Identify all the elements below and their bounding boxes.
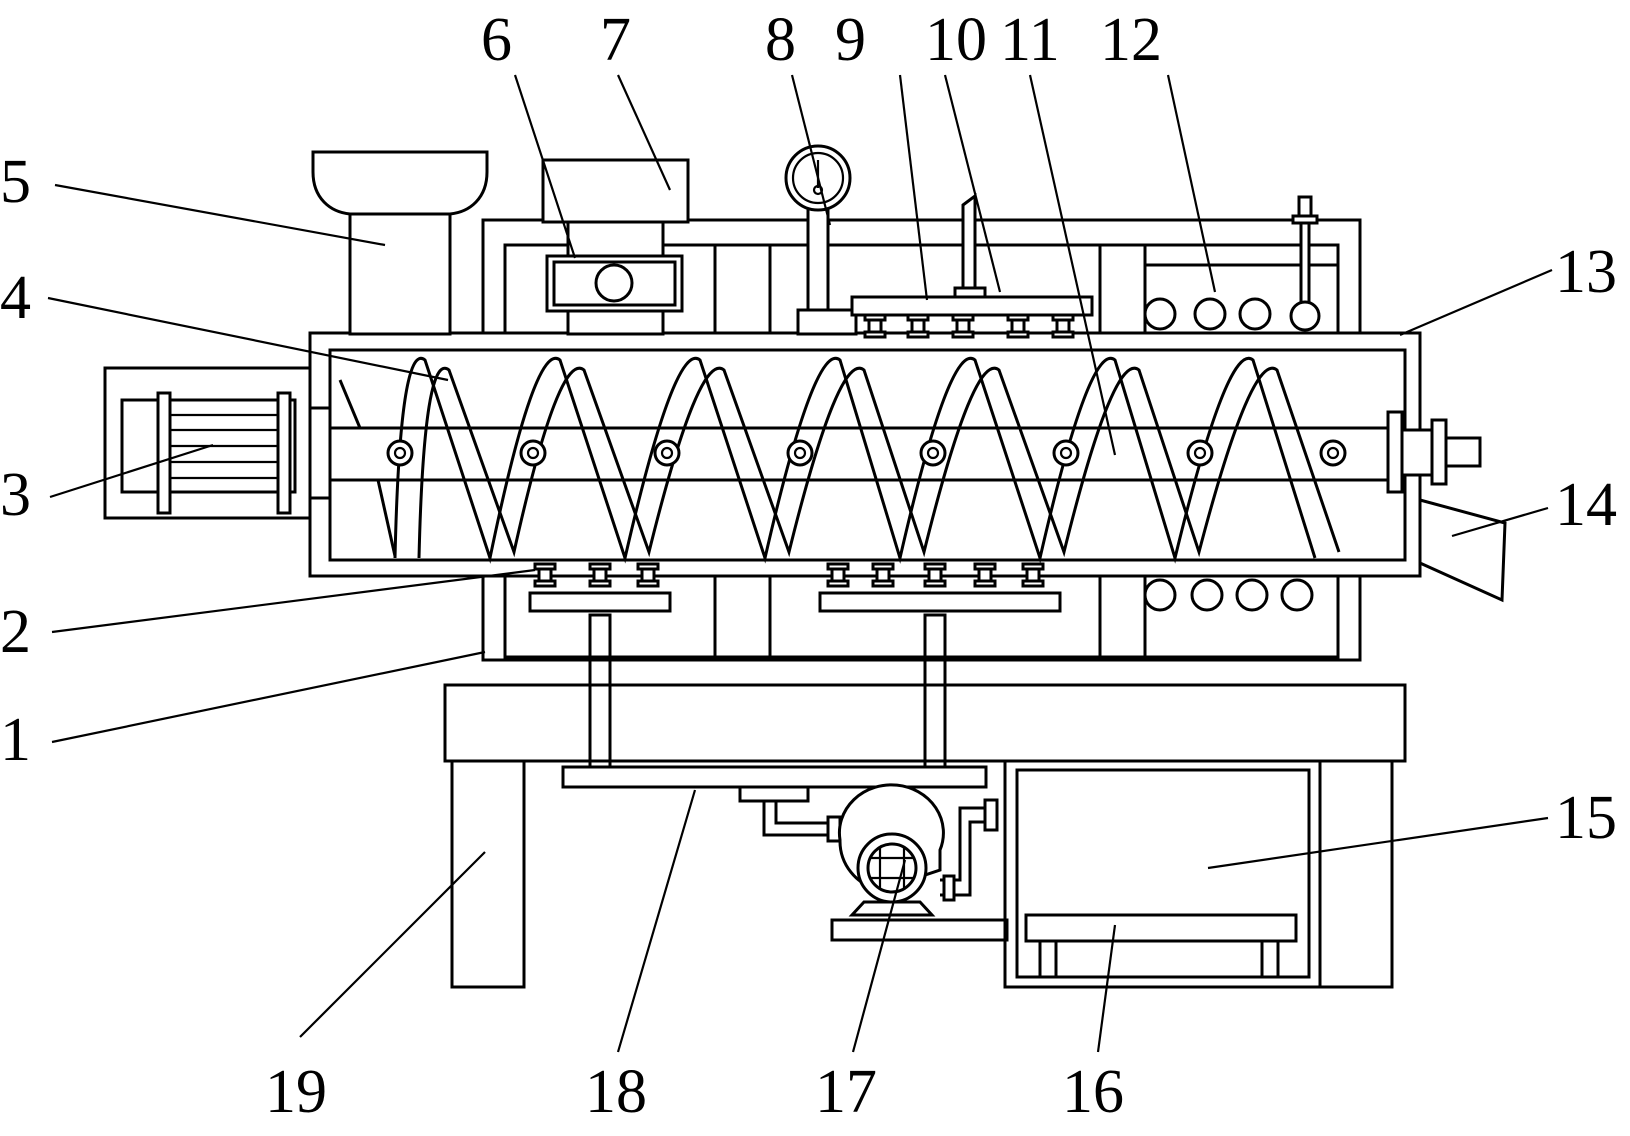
bolt-core [526,446,540,460]
nozzle [867,318,883,334]
pump [762,783,1009,942]
label-3: 3 [0,461,31,529]
label-9: 9 [835,6,866,74]
label-8: 8 [765,6,796,74]
bolt-core [793,446,807,460]
nozzle [537,567,553,583]
bolt [919,439,947,467]
nozzle [910,318,926,334]
label-6: 6 [481,6,512,74]
nozzle [1010,318,1026,334]
nozzle [592,567,608,583]
label-2: 2 [0,598,31,666]
bolt-core [926,446,940,460]
nozzle-base [906,330,930,339]
leader-lines [47,74,1553,1053]
heater [1280,578,1314,612]
top-nozzles [863,313,1075,339]
heater [1190,578,1224,612]
nozzle-cap [636,579,660,588]
bolt-core [1193,446,1207,460]
spray-manifold [561,613,988,803]
thermometer [784,144,858,336]
label-4: 4 [0,264,31,332]
bolt-core [393,446,407,460]
motor [103,366,332,520]
dust-box [541,158,690,336]
nozzle-cap [1021,579,1045,588]
shaft-bolts [386,439,1347,467]
bolt-core [1326,446,1340,460]
label-5: 5 [0,148,31,216]
bottom-spray-bars [528,591,1062,613]
label-16: 16 [1062,1058,1124,1126]
heater [1238,297,1272,331]
label-10: 10 [925,6,987,74]
nozzle-base [863,330,887,339]
nozzle [1025,567,1041,583]
nozzle-cap [923,579,947,588]
label-17: 17 [815,1058,877,1126]
nozzle-cap [533,579,557,588]
label-13: 13 [1555,238,1617,306]
nozzle [955,318,971,334]
nozzle [1055,318,1071,334]
nozzle-cap [826,579,850,588]
heater [1193,297,1227,331]
bolt [1052,439,1080,467]
part-labels: 1 2 3 4 5 6 7 8 9 10 11 12 13 14 15 16 1… [0,6,1617,1126]
nozzle [927,567,943,583]
shaft-bearing [1386,410,1482,494]
bolt [653,439,681,467]
heaters [1143,297,1314,612]
label-1: 1 [0,706,31,774]
label-14: 14 [1555,471,1617,539]
nozzle-base [1051,330,1075,339]
nozzle [977,567,993,583]
water-tank [1003,759,1322,989]
bolt [1319,439,1347,467]
label-18: 18 [585,1058,647,1126]
flight-edge [417,366,1341,559]
flight-edge [376,479,397,557]
label-12: 12 [1100,6,1162,74]
screw-flight [338,356,1341,564]
nozzle-base [1006,330,1030,339]
nozzle [830,567,846,583]
nozzle-cap [871,579,895,588]
flight-edge [393,356,1317,564]
top-spray-bar [850,193,1094,317]
heater [1143,578,1177,612]
bolt-core [1059,446,1073,460]
bolt [786,439,814,467]
bolt-core [660,446,674,460]
nozzle-cap [973,579,997,588]
feed-hopper [311,150,489,336]
nozzle-cap [588,579,612,588]
discharge-chute [1418,498,1507,603]
flight-edge [338,379,362,429]
bottom-nozzles [533,562,1045,588]
heater [1235,578,1269,612]
nozzle [875,567,891,583]
bolt [1186,439,1214,467]
nozzle [640,567,656,583]
nozzle-base [951,330,975,339]
bolt [386,439,414,467]
valve [1289,195,1321,332]
label-19: 19 [265,1058,327,1126]
label-11: 11 [1000,6,1060,74]
label-15: 15 [1555,784,1617,852]
heater [1143,297,1177,331]
bolt [519,439,547,467]
label-7: 7 [600,6,631,74]
